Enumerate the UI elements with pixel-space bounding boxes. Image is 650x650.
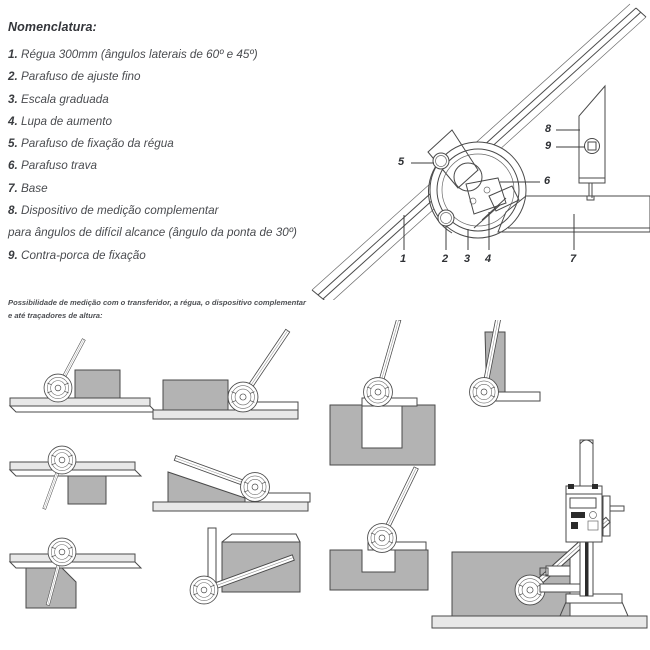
callout-label-6: 6 [544,175,551,187]
example-7-step-notch [329,466,429,591]
callout-label-7: 7 [570,253,577,265]
item-number: 6. [8,159,18,173]
nomenclature-item-1: 1. Régua 300mm (ângulos laterais de 60º … [8,47,328,62]
callout-label-5: 5 [398,156,405,168]
example-1-acute-angle-on-plate [8,338,158,413]
item-label: Base [21,181,48,195]
nomenclature-item-8: 8. Dispositivo de medição complementar [8,203,328,218]
example-5-under-plate [8,445,143,510]
footnote: Possibilidade de medição com o transferi… [8,297,338,322]
complementary-device [578,84,606,201]
example-4-vertical-blade [469,320,541,407]
example-10-height-gauge [431,439,648,629]
protractor-base [497,195,650,233]
nomenclature-item-7: 7. Base [8,181,328,196]
item-number: 5. [8,137,18,151]
item-number: 8. [8,204,18,218]
item-label: Escala graduada [21,92,109,106]
footnote-line-1: Possibilidade de medição com o transferi… [8,298,306,307]
nomenclature-item-2: 2. Parafuso de ajuste fino [8,69,328,84]
main-protractor-diagram [311,3,650,300]
item-label: Parafuso trava [21,159,98,173]
nomenclature-item-9: 9. Contra-porca de fixação [8,248,328,263]
callout-label-1: 1 [400,253,407,265]
application-examples-grid [8,320,648,629]
page-title: Nomenclatura: [8,20,97,34]
nomenclature-item-3: 3. Escala graduada [8,92,328,107]
callout-label-3: 3 [464,253,471,265]
callout-label-8: 8 [545,123,552,135]
example-8-chamfered-block [8,537,143,609]
nomenclature-block: Nomenclatura: 1. Régua 300mm (ângulos la… [8,20,328,270]
item-number: 2. [8,70,18,84]
nomenclature-item-4: 4. Lupa de aumento [8,114,328,129]
callout-label-2: 2 [442,253,449,265]
item-number: 4. [8,114,18,128]
protractor-dial-assembly [427,129,527,239]
example-6-shallow-wedge [152,455,311,512]
item-label: Régua 300mm (ângulos laterais de 60º e 4… [21,48,258,61]
item-number: 1. [8,48,18,61]
item-number: 3. [8,92,18,106]
example-2-steep-angle [152,328,299,420]
nomenclature-item-5: 5. Parafuso de fixação da régua [8,136,328,151]
callout-label-4: 4 [485,253,492,265]
callout-leader-lines [403,129,585,250]
nomenclature-item-6: 6. Parafuso trava [8,158,328,173]
example-9-scriber-setup [189,527,301,605]
callout-label-9: 9 [545,140,552,152]
item-number: 7. [8,181,18,195]
example-3-slot-measurement [329,320,436,466]
item-number: 9. [8,248,18,262]
item-label: Lupa de aumento [21,114,112,128]
nomenclature-item-8-continuation: para ângulos de difícil alcance (ângulo … [8,226,297,240]
footnote-line-2: e até traçadores de altura: [8,310,103,320]
item-label: Contra-porca de fixação [21,248,146,262]
item-label: Dispositivo de medição complementar [21,204,219,218]
item-label: Parafuso de ajuste fino [21,70,141,84]
item-label: Parafuso de fixação da régua [21,137,174,151]
